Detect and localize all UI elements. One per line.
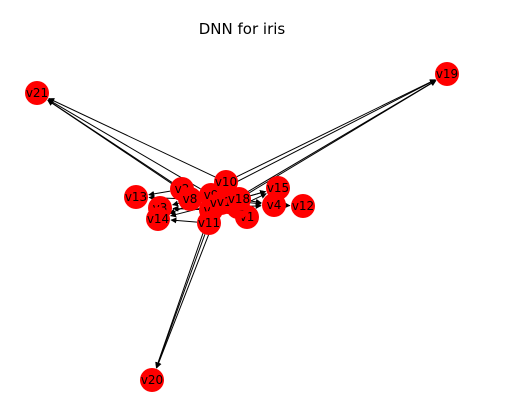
node-label-v12: v12 <box>292 199 314 213</box>
node-circle-v14 <box>146 207 170 231</box>
node-label-v18: v18 <box>228 192 250 206</box>
node-label-v19: v19 <box>436 67 458 81</box>
node-label-v21: v21 <box>26 86 48 100</box>
node-v14: v14 <box>146 207 170 231</box>
node-circle-v21 <box>25 81 49 105</box>
edge-v16-v20 <box>155 214 218 369</box>
node-circle-v10 <box>214 170 238 194</box>
edge-v6-v19 <box>242 80 437 196</box>
diagram-title: DNN for iris <box>199 20 286 38</box>
edge-v9-v21 <box>47 99 201 190</box>
node-label-v13: v13 <box>125 190 147 204</box>
node-circle-v18 <box>227 187 251 211</box>
node-label-v15: v15 <box>267 181 289 195</box>
nodes-layer: v1v2v3v4v5v6v7v8v9v10v11v12v13v14v15v16v… <box>25 62 459 392</box>
node-circle-v15 <box>266 176 290 200</box>
edge-v9-v19 <box>221 79 436 190</box>
node-label-v20: v20 <box>141 373 163 387</box>
node-label-v8: v8 <box>183 192 198 206</box>
node-v18: v18 <box>227 187 251 211</box>
node-label-v10: v10 <box>215 175 237 189</box>
node-label-v11: v11 <box>198 216 220 230</box>
node-circle-v8 <box>178 187 202 211</box>
edge-v2-v13 <box>148 190 171 197</box>
edge-v10-v19 <box>236 79 436 178</box>
node-circle-v20 <box>140 368 164 392</box>
node-v20: v20 <box>140 368 164 392</box>
edge-v7-v20 <box>155 221 208 369</box>
node-circle-v11 <box>197 211 221 235</box>
node-v8: v8 <box>178 187 202 211</box>
node-circle-v12 <box>291 194 315 218</box>
edge-v10-v21 <box>48 98 216 178</box>
node-circle-v19 <box>435 62 459 86</box>
node-v12: v12 <box>291 194 315 218</box>
node-v21: v21 <box>25 81 49 105</box>
edge-v5-v15 <box>248 193 267 203</box>
node-v15: v15 <box>266 176 290 200</box>
node-v19: v19 <box>435 62 459 86</box>
node-circle-v13 <box>124 185 148 209</box>
node-v13: v13 <box>124 185 148 209</box>
edge-v11-v14 <box>170 217 198 224</box>
node-label-v4: v4 <box>267 198 282 212</box>
node-label-v14: v14 <box>147 212 169 226</box>
node-v11: v11 <box>197 211 221 235</box>
node-v10: v10 <box>214 170 238 194</box>
